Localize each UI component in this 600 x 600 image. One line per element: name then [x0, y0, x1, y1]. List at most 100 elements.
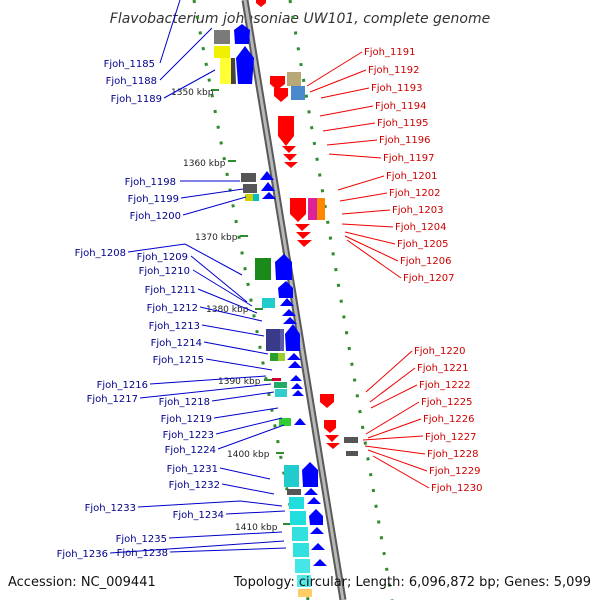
gene-arrow	[283, 317, 297, 324]
gene-block	[290, 511, 306, 525]
gene-label: Fjoh_1216	[97, 380, 148, 391]
accession-text: Accession: NC_009441	[8, 575, 156, 590]
gene-block	[298, 589, 312, 597]
gene-block	[220, 58, 232, 84]
ruler-labels: 1350 kbp 1360 kbp 1370 kbp 1380 kbp 1390…	[171, 88, 278, 533]
gene-block	[245, 194, 253, 201]
gene-label: Fjoh_1191	[364, 47, 415, 58]
gene-arrow	[275, 254, 292, 280]
gene-arrow	[294, 418, 306, 425]
gene-label: Fjoh_1221	[417, 363, 468, 374]
gene-arrow	[260, 171, 274, 180]
gene-block	[284, 465, 299, 487]
gene-arrow	[274, 88, 288, 102]
gene-label: Fjoh_1230	[431, 483, 482, 494]
gene-arrow	[326, 443, 340, 449]
gene-label: Fjoh_1231	[167, 464, 218, 475]
gene-block	[317, 198, 325, 220]
gene-label: Fjoh_1188	[106, 76, 157, 87]
reverse-strand-genes	[256, 0, 358, 456]
ruler-label: 1410 kbp	[235, 523, 278, 533]
gene-label: Fjoh_1218	[159, 397, 210, 408]
gene-block	[308, 198, 317, 220]
gene-label: Fjoh_1227	[425, 432, 476, 443]
gene-block	[272, 378, 281, 381]
gene-block	[289, 497, 304, 509]
gene-arrow	[278, 281, 293, 298]
gene-arrow	[262, 192, 276, 199]
gene-label: Fjoh_1199	[128, 194, 179, 205]
gene-block	[274, 382, 287, 388]
gene-label: Fjoh_1232	[169, 480, 220, 491]
gene-label: Fjoh_1205	[397, 239, 448, 250]
gene-label: Fjoh_1229	[429, 466, 480, 477]
gene-arrow	[311, 543, 325, 550]
gene-label: Fjoh_1217	[87, 394, 138, 405]
ruler-label: 1390 kbp	[218, 377, 261, 387]
right-labels: Fjoh_1191 Fjoh_1192 Fjoh_1193 Fjoh_1194 …	[364, 47, 482, 494]
gene-arrow	[283, 154, 297, 161]
gene-arrow	[310, 527, 324, 534]
gene-block	[293, 543, 309, 557]
gene-arrow	[325, 435, 339, 442]
gene-label: Fjoh_1203	[392, 205, 443, 216]
ruler-label: 1350 kbp	[171, 88, 214, 98]
genome-summary-text: Topology: circular; Length: 6,096,872 bp…	[233, 575, 591, 590]
gene-label: Fjoh_1236	[57, 549, 108, 560]
gene-label: Fjoh_1215	[153, 355, 204, 366]
gene-block	[255, 258, 271, 280]
gene-block	[344, 437, 358, 443]
gene-label: Fjoh_1209	[137, 252, 188, 263]
gene-label: Fjoh_1214	[151, 338, 202, 349]
gene-label: Fjoh_1192	[368, 65, 419, 76]
gene-arrow	[285, 324, 300, 351]
gene-block	[292, 527, 308, 541]
gene-label: Fjoh_1198	[125, 177, 176, 188]
gene-label: Fjoh_1234	[173, 510, 224, 521]
gene-arrow	[313, 559, 327, 566]
gene-label: Fjoh_1202	[389, 188, 440, 199]
gene-arrow	[295, 224, 310, 231]
gene-label: Fjoh_1233	[85, 503, 136, 514]
gene-label: Fjoh_1193	[371, 83, 422, 94]
guide-tracks	[192, 0, 394, 600]
gene-label: Fjoh_1226	[423, 414, 474, 425]
gene-block	[275, 389, 287, 397]
gene-label: Fjoh_1195	[377, 118, 428, 129]
gene-arrow	[256, 0, 266, 7]
gene-label: Fjoh_1208	[75, 248, 126, 259]
gene-arrow	[292, 390, 304, 396]
ruler-label: 1360 kbp	[183, 159, 226, 169]
gene-label: Fjoh_1210	[139, 266, 190, 277]
gene-arrow	[270, 76, 285, 90]
gene-label: Fjoh_1212	[147, 303, 198, 314]
gene-arrow	[302, 462, 318, 487]
gene-label: Fjoh_1228	[427, 449, 478, 460]
gene-label: Fjoh_1201	[386, 171, 437, 182]
left-leader-lines	[109, 0, 287, 554]
gene-label: Fjoh_1204	[395, 222, 446, 233]
ruler-label: 1370 kbp	[195, 233, 238, 243]
ruler-label: 1380 kbp	[206, 305, 249, 315]
gene-block	[231, 58, 236, 84]
gene-arrow	[304, 488, 318, 495]
right-leader-lines	[306, 51, 430, 489]
gene-label: Fjoh_1197	[383, 153, 434, 164]
gene-label: Fjoh_1213	[149, 321, 200, 332]
gene-label: Fjoh_1220	[414, 346, 465, 357]
gene-block	[214, 46, 230, 58]
gene-label: Fjoh_1194	[375, 101, 426, 112]
gene-label: Fjoh_1225	[421, 397, 472, 408]
gene-block	[253, 194, 259, 201]
gene-arrow	[234, 24, 250, 44]
gene-block	[297, 575, 311, 587]
map-title: Flavobacterium johnsoniae UW101, complet…	[110, 11, 490, 27]
gene-label: Fjoh_1211	[145, 285, 196, 296]
gene-block	[270, 353, 278, 361]
ruler-ticks	[211, 89, 291, 525]
backbone-highlight	[243, 0, 345, 600]
gene-label: Fjoh_1223	[163, 430, 214, 441]
gene-arrow	[288, 361, 302, 368]
gene-block	[243, 184, 257, 193]
